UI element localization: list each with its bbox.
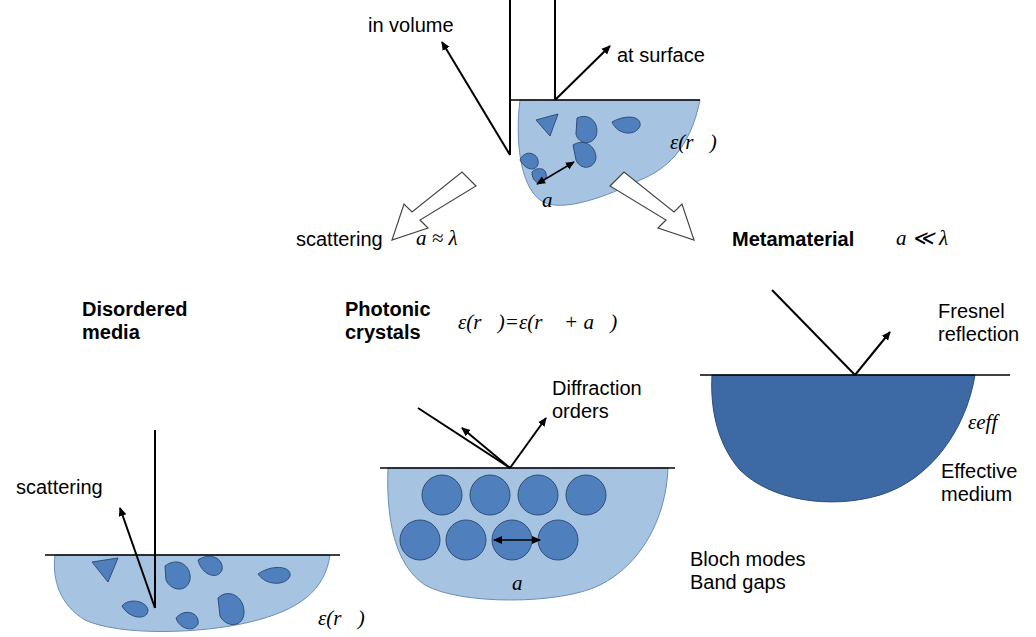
- math-label: ε(r⃗): [318, 606, 365, 630]
- annotation: at surface: [617, 44, 705, 67]
- condition-label: a ≈ λ: [416, 226, 458, 250]
- math-label: ε(r⃗): [670, 130, 717, 154]
- math-label: εeff: [968, 410, 997, 434]
- dimension-label: a: [512, 571, 523, 595]
- math-label: ε(r⃗)=ε(r⃗ + a⃗): [458, 310, 617, 334]
- inclusions: [520, 114, 640, 183]
- annotation: Bloch modes Band gaps: [690, 548, 815, 594]
- hollow-arrow: [610, 172, 694, 240]
- annotation: Effective medium: [941, 460, 1031, 506]
- condition-label: a ≪ λ: [896, 226, 948, 250]
- section-heading: Photonic crystals: [345, 298, 445, 344]
- annotation: Diffraction orders: [552, 377, 652, 423]
- annotation: in volume: [368, 14, 454, 37]
- dimension-label: a: [542, 188, 553, 212]
- annotation: scattering: [296, 228, 383, 251]
- annotation: Fresnel reflection: [938, 300, 1030, 346]
- annotation: scattering: [16, 476, 103, 499]
- section-heading: Metamaterial: [732, 228, 854, 251]
- section-heading: Disordered media: [82, 298, 192, 344]
